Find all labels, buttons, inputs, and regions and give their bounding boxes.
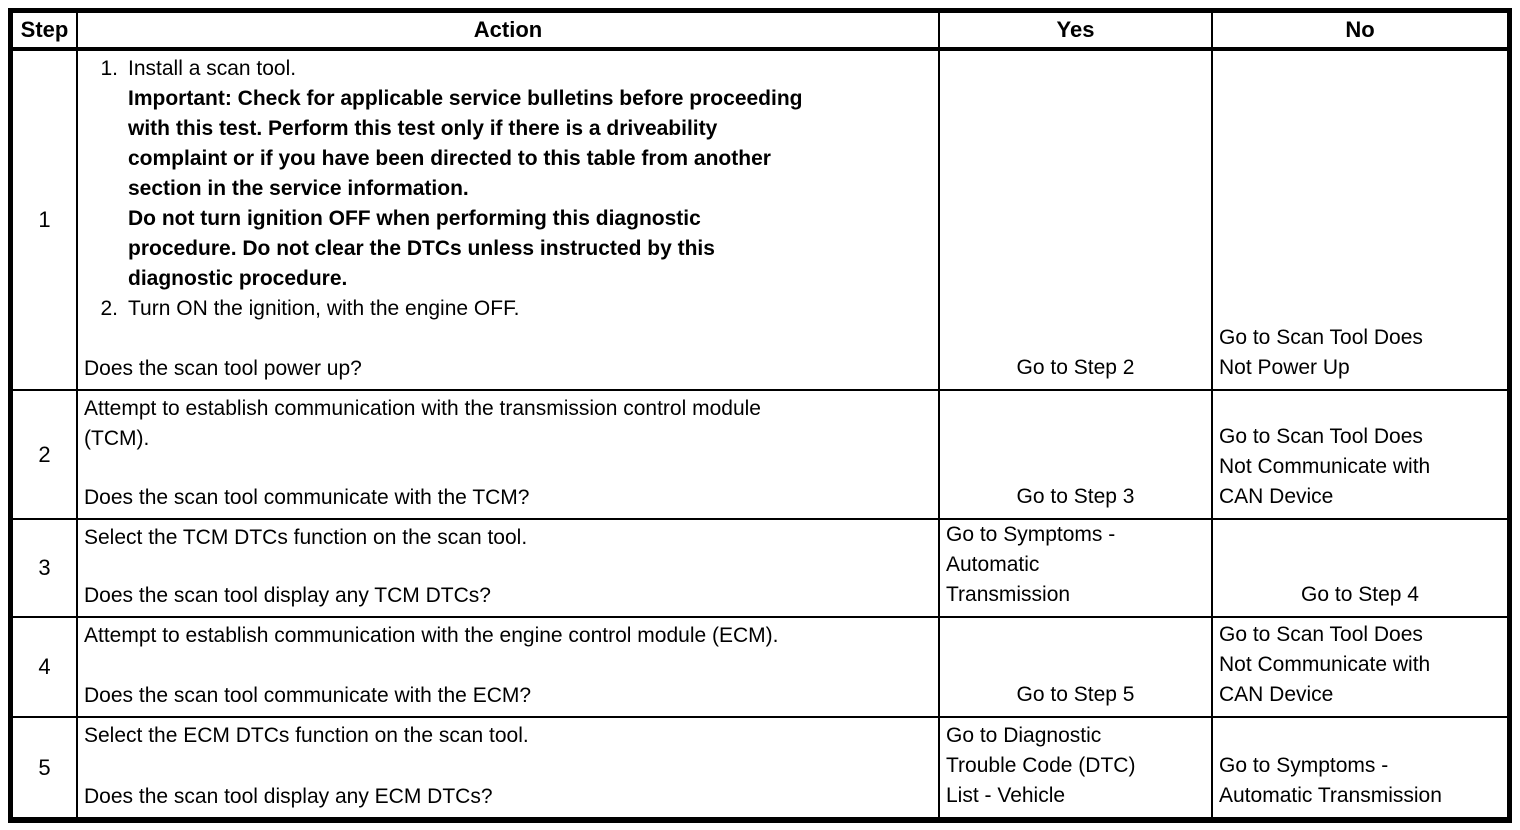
yes-result: Go to Step 5 <box>1016 683 1135 706</box>
action-question: Does the scan tool display any ECM DTCs? <box>84 785 493 808</box>
instruction-text: Attempt to establish communication with … <box>84 397 761 450</box>
no-result: Go to Scan Tool Does Not Communicate wit… <box>1219 623 1431 706</box>
no-cell: Go to Symptoms - Automatic Transmission <box>1213 718 1507 817</box>
action-cell: Select the TCM DTCs function on the scan… <box>78 520 940 618</box>
step-number: 5 <box>13 718 78 817</box>
yes-result: Go to Step 2 <box>1016 356 1135 379</box>
step-number: 3 <box>13 520 78 618</box>
instruction-text: Attempt to establish communication with … <box>84 624 779 647</box>
step-number: 2 <box>13 391 78 520</box>
no-result: Go to Scan Tool Does Not Power Up <box>1219 326 1423 379</box>
list-item-number: 1. <box>100 57 118 80</box>
action-cell: Attempt to establish communication with … <box>78 391 940 520</box>
yes-cell: Go to Step 2 <box>940 51 1213 391</box>
action-cell: Select the ECM DTCs function on the scan… <box>78 718 940 817</box>
header-yes: Yes <box>940 13 1213 51</box>
yes-cell: Go to Step 3 <box>940 391 1213 520</box>
list-item: 1. Install a scan tool. Important: Check… <box>84 54 930 294</box>
step-number: 4 <box>13 618 78 718</box>
no-cell: Go to Scan Tool Does Not Communicate wit… <box>1213 391 1507 520</box>
header-no: No <box>1213 13 1507 51</box>
no-cell: Go to Scan Tool Does Not Power Up <box>1213 51 1507 391</box>
yes-cell: Go to Diagnostic Trouble Code (DTC) List… <box>940 718 1213 817</box>
header-action: Action <box>78 13 940 51</box>
important-note: Important: Check for applicable service … <box>128 87 803 200</box>
no-cell: Go to Scan Tool Does Not Communicate wit… <box>1213 618 1507 718</box>
no-result: Go to Symptoms - Automatic Transmission <box>1219 754 1442 807</box>
action-question: Does the scan tool power up? <box>84 357 362 380</box>
yes-cell: Go to Step 5 <box>940 618 1213 718</box>
no-result: Go to Step 4 <box>1301 583 1419 606</box>
no-result: Go to Scan Tool Does Not Communicate wit… <box>1219 425 1431 508</box>
yes-cell: Go to Symptoms - Automatic Transmission <box>940 520 1213 618</box>
list-item-number: 2. <box>100 297 118 320</box>
instruction-text: Turn ON the ignition, with the engine OF… <box>128 297 520 320</box>
action-question: Does the scan tool display any TCM DTCs? <box>84 584 491 607</box>
no-cell: Go to Step 4 <box>1213 520 1507 618</box>
warning-note: Do not turn ignition OFF when performing… <box>128 207 715 290</box>
yes-result: Go to Diagnostic Trouble Code (DTC) List… <box>946 724 1136 807</box>
action-question: Does the scan tool communicate with the … <box>84 684 532 707</box>
diagnostic-table: Step Action Yes No 1 1. Install a scan t… <box>8 8 1512 823</box>
action-question: Does the scan tool communicate with the … <box>84 486 530 509</box>
instruction-text: Select the ECM DTCs function on the scan… <box>84 724 529 747</box>
yes-result: Go to Symptoms - Automatic Transmission <box>946 523 1116 606</box>
action-cell: 1. Install a scan tool. Important: Check… <box>78 51 940 391</box>
action-cell: Attempt to establish communication with … <box>78 618 940 718</box>
list-item: 2. Turn ON the ignition, with the engine… <box>84 294 930 324</box>
yes-result: Go to Step 3 <box>1016 485 1135 508</box>
instruction-text: Select the TCM DTCs function on the scan… <box>84 526 528 549</box>
instruction-text: Install a scan tool. <box>128 57 297 80</box>
action-instructions: 1. Install a scan tool. Important: Check… <box>84 54 930 324</box>
header-step: Step <box>13 13 78 51</box>
step-number: 1 <box>13 51 78 391</box>
